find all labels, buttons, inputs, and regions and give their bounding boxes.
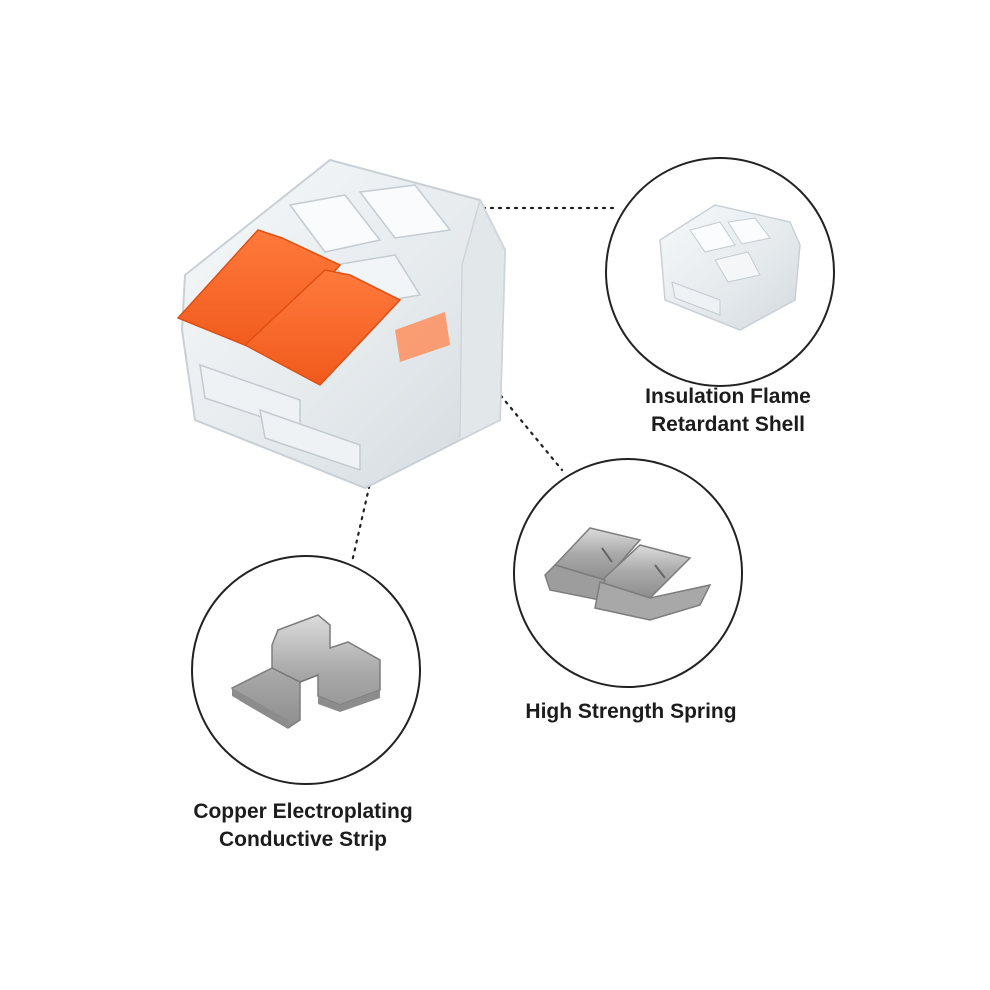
strip-label-line2: Conductive Strip — [218, 828, 387, 851]
strip-label: Copper Electroplating Conductive Strip — [148, 798, 458, 854]
strip-icon — [230, 614, 381, 729]
shell-icon — [659, 204, 801, 331]
shell-label-line1: Insulation Flame — [645, 385, 811, 408]
shell-label-line2: Retardant Shell — [650, 413, 806, 436]
connector-icon — [176, 158, 507, 490]
spring-label-line1: High Strength Spring — [525, 700, 737, 723]
shell-label: Insulation Flame Retardant Shell — [608, 383, 848, 439]
spring-label: High Strength Spring — [486, 698, 776, 726]
strip-label-line1: Copper Electroplating — [193, 800, 413, 823]
spring-icon — [544, 527, 712, 621]
